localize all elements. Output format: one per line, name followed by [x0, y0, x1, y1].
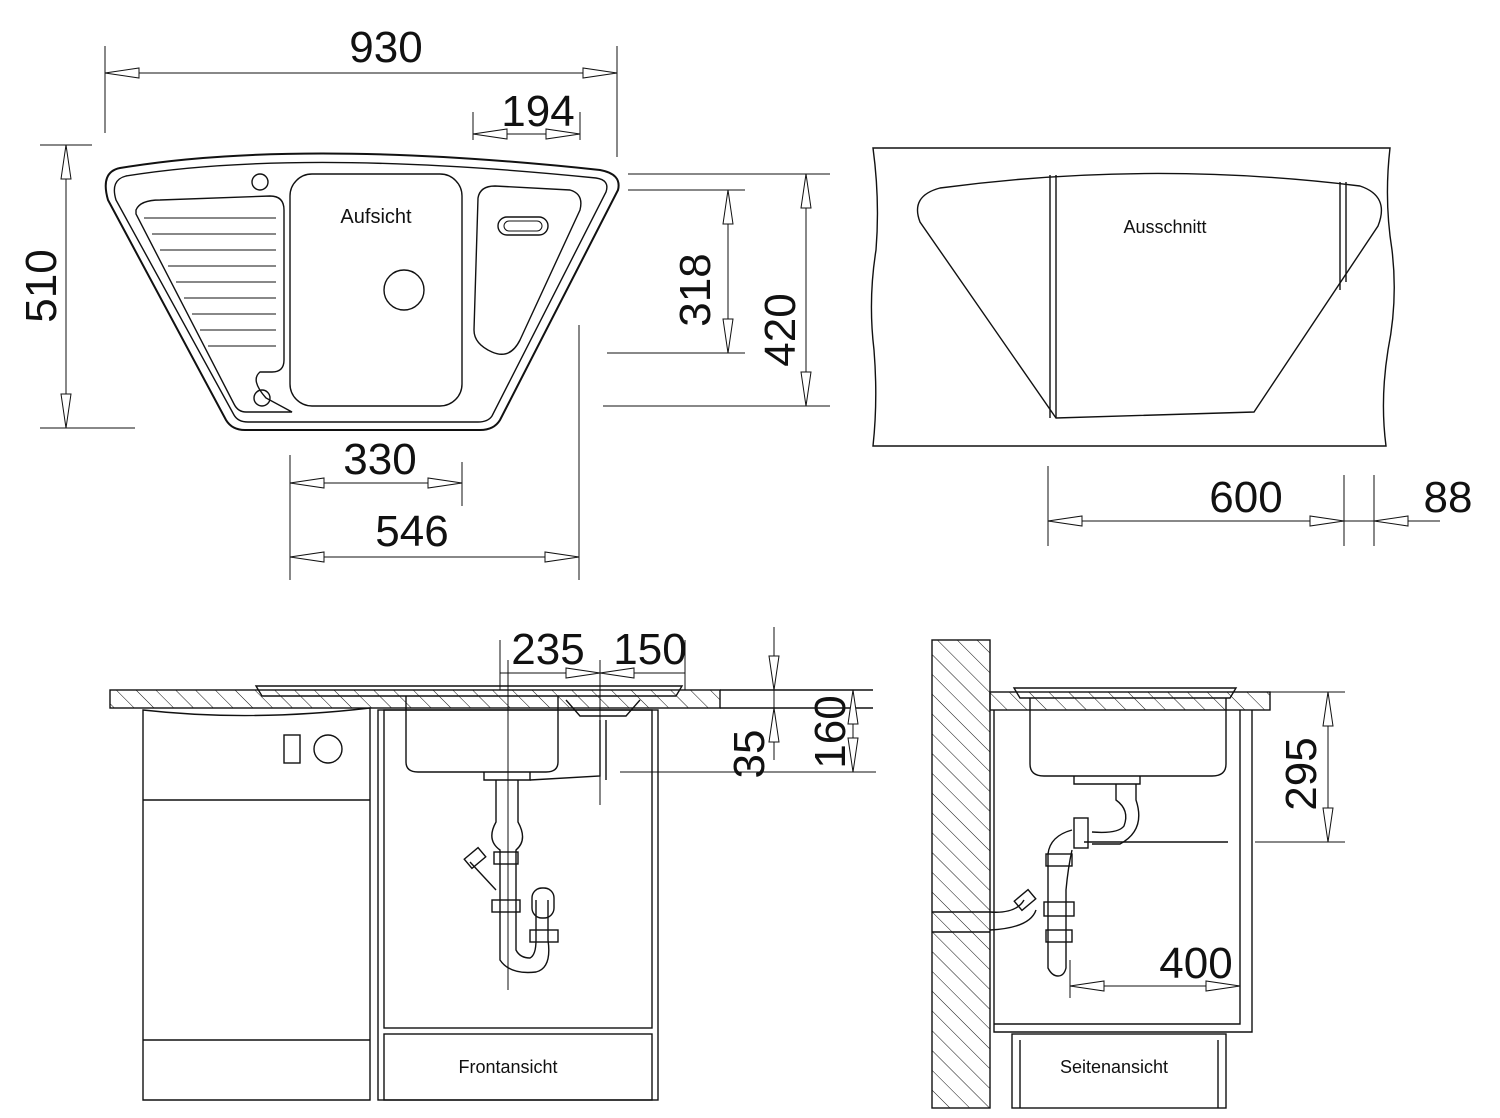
dim-400: 400 [1159, 939, 1232, 988]
dim-510: 510 [17, 249, 66, 322]
dim-160: 160 [806, 695, 855, 768]
sink-outline-inner [113, 161, 608, 423]
top-view: Aufsicht 930 194 510 318 [17, 23, 830, 580]
wall-section [931, 639, 991, 1109]
dim-546: 546 [375, 507, 448, 556]
switch-icon [283, 734, 301, 764]
cutout-label: Ausschnitt [1123, 217, 1206, 237]
small-bowl [473, 185, 582, 355]
overflow-slot-icon [497, 216, 549, 236]
dim-330: 330 [343, 435, 416, 484]
main-bowl [289, 173, 463, 407]
countertop-outline [870, 147, 1395, 447]
top-view-label: Aufsicht [340, 206, 412, 228]
countertop-section [109, 689, 721, 709]
knob-icon [313, 734, 343, 764]
side-view: Seitenansicht 295 400 [931, 639, 1345, 1109]
overflow-hole-icon [253, 389, 271, 407]
dim-295: 295 [1277, 737, 1326, 810]
dim-88: 88 [1424, 473, 1473, 522]
dim-194: 194 [501, 87, 574, 136]
tap-hole-icon [251, 173, 269, 191]
dim-318: 318 [671, 253, 720, 326]
drainer-ribs [144, 217, 276, 347]
dim-150: 150 [613, 625, 686, 674]
drainer-board [135, 195, 293, 413]
side-view-label: Seitenansicht [1060, 1057, 1168, 1077]
cutout-view: Ausschnitt 600 88 [870, 147, 1473, 546]
front-view: Frontansicht 235 150 35 [109, 625, 876, 1101]
side-bowl [1029, 698, 1227, 777]
dim-35: 35 [725, 730, 774, 779]
dim-930: 930 [349, 23, 422, 72]
dishwasher-outline [142, 707, 371, 1101]
dim-235: 235 [511, 625, 584, 674]
cutout-shape [916, 172, 1383, 419]
front-view-label: Frontansicht [458, 1057, 557, 1077]
dim-600: 600 [1209, 473, 1282, 522]
sink-outline [104, 152, 620, 431]
drain-icon [383, 269, 425, 311]
front-bowl [405, 696, 559, 773]
dim-420: 420 [756, 293, 805, 366]
